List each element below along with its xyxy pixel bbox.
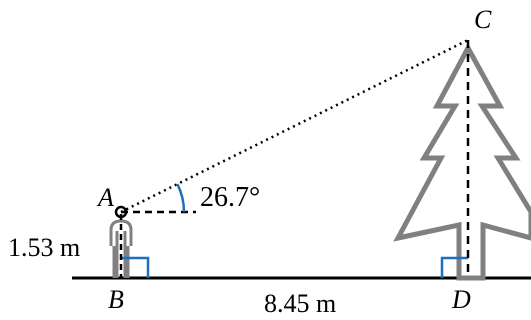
point-label-b: B: [108, 285, 124, 314]
tree-icon: [393, 42, 531, 281]
distance-label: 8.45 m: [264, 289, 336, 318]
right-angle-marker-b: [121, 256, 150, 278]
angle-arc: [176, 183, 186, 213]
line-of-sight: [120, 38, 469, 214]
point-label-a: A: [96, 183, 114, 212]
angle-label: 26.7°: [200, 182, 260, 213]
point-label-d: D: [451, 285, 471, 314]
right-angle-marker-d: [440, 256, 468, 278]
point-label-c: C: [474, 5, 492, 34]
height-label: 1.53 m: [8, 233, 80, 262]
